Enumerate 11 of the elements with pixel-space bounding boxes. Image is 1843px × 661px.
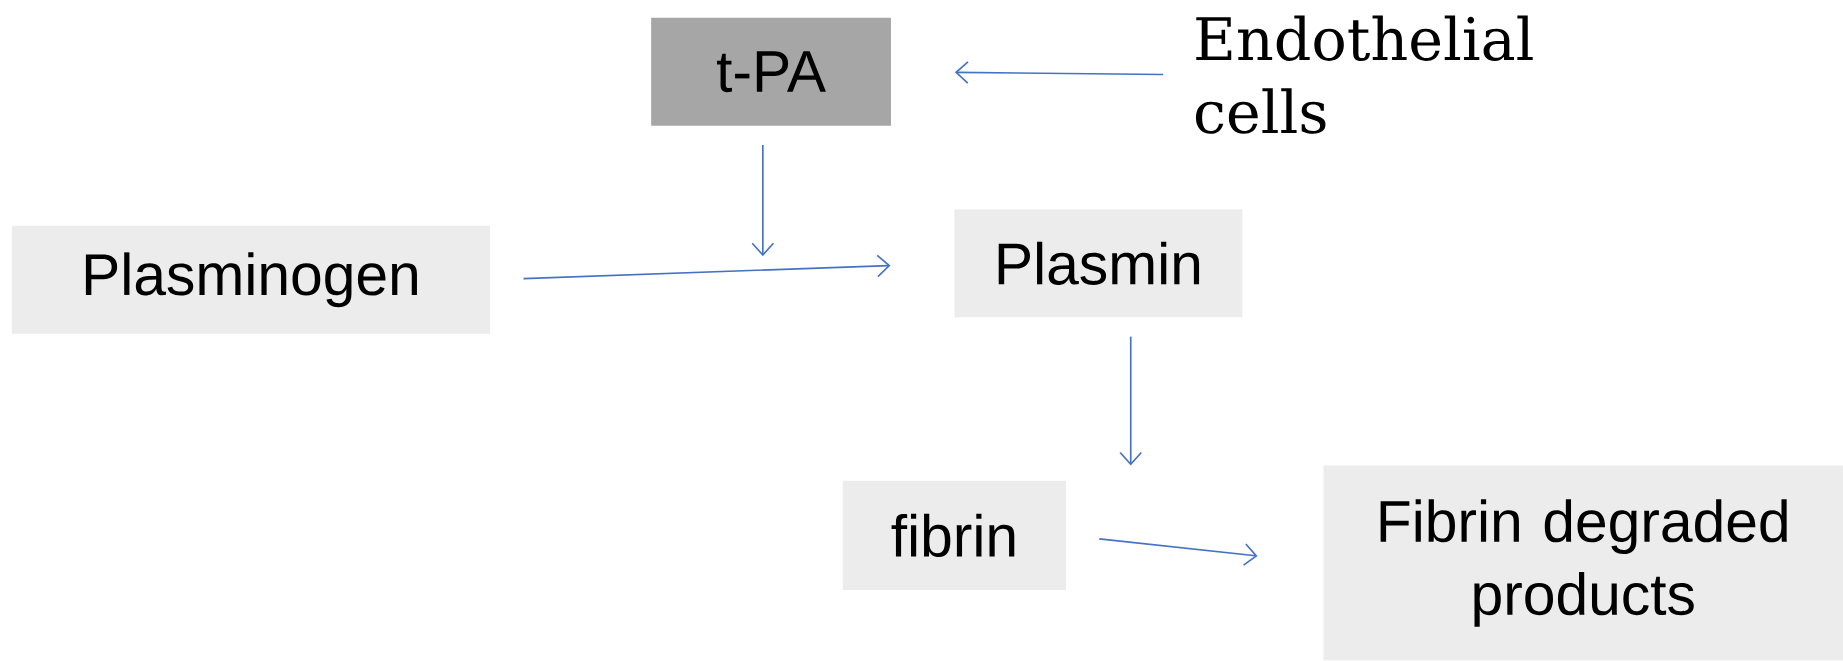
source-label: Endothelial cells xyxy=(1195,15,1533,135)
substance-box: fibrin xyxy=(842,480,1067,591)
arrow xyxy=(1119,336,1143,466)
enzyme-box: t-PA xyxy=(651,17,891,126)
substance-box: Plasmin xyxy=(954,209,1243,318)
arrow xyxy=(751,144,775,257)
arrow xyxy=(1098,538,1258,567)
arrow xyxy=(522,254,891,280)
product-box: Fibrin degraded products xyxy=(1323,465,1843,661)
substance-box: Plasminogen xyxy=(11,225,491,335)
arrow xyxy=(954,61,1164,85)
